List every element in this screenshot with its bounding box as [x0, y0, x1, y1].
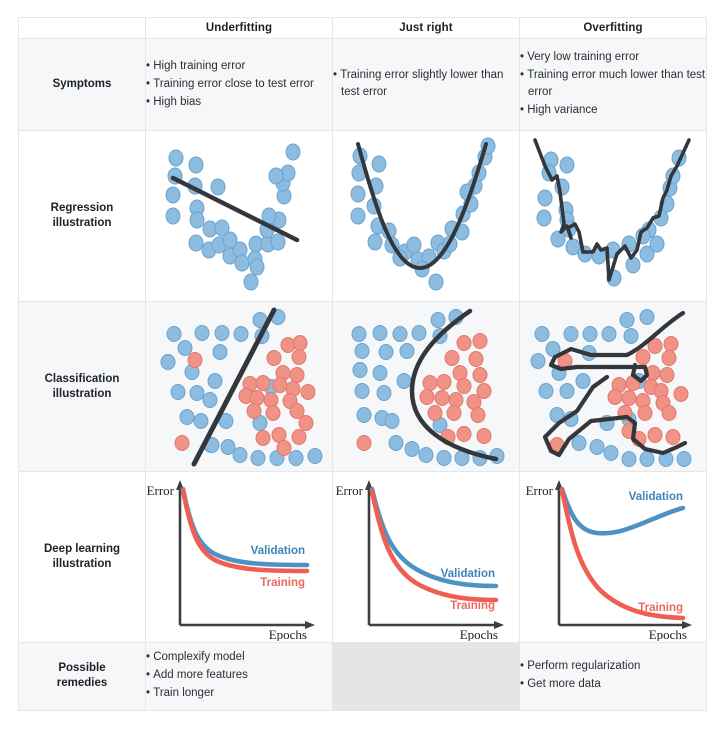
x-axis-arrow [493, 621, 504, 630]
decision-boundary [409, 308, 498, 461]
column-header-underfitting: Underfitting [145, 17, 333, 39]
table-row-deep-learning: Deep learning illustration Error Epochs [18, 471, 707, 643]
list-item: High bias [146, 94, 332, 111]
list-item: Train longer [146, 685, 332, 702]
table-row-regression: Regression illustration [18, 130, 707, 302]
cell-remedies-just-right-empty [332, 641, 520, 712]
classification-underfitting-chart [160, 307, 322, 467]
bullet-list: Very low training error Training error m… [520, 49, 706, 119]
training-curve [559, 487, 685, 621]
cell-symptoms-overfitting: Very low training error Training error m… [519, 37, 707, 132]
row-label-line1: Classification [44, 372, 120, 385]
figure-classification-just-right [332, 300, 520, 473]
fit-curve [355, 142, 488, 271]
comparison-table-container: Underfitting Just right Overfitting Symp… [18, 17, 707, 712]
x-axis-label: Epochs [459, 627, 497, 641]
decision-boundary [191, 307, 276, 467]
figure-classification-overfitting [519, 300, 707, 473]
figure-deep-learning-just-right: Error Epochs Validation Training [332, 471, 520, 643]
row-label-line2: remedies [56, 677, 108, 690]
row-label-deep-learning: Deep learning illustration [18, 471, 146, 643]
figure-classification-underfitting [145, 300, 333, 473]
training-label: Training [260, 577, 305, 589]
x-axis-label: Epochs [268, 627, 306, 641]
axes [367, 487, 497, 627]
training-label: Training [638, 602, 683, 614]
row-label-line1: Possible [58, 662, 106, 675]
table-row-classification: Classification illustration [18, 300, 707, 473]
cell-remedies-overfitting: Perform regularization Get more data [519, 641, 707, 712]
y-axis-label: Error [147, 483, 175, 498]
row-label-symptoms: Symptoms [18, 37, 146, 132]
cell-remedies-underfitting: Complexify model Add more features Train… [145, 641, 333, 712]
figure-regression-underfitting [145, 130, 333, 302]
bullet-list: Perform regularization Get more data [520, 658, 706, 693]
list-item: Training error slightly lower than test … [333, 67, 519, 101]
axes [178, 487, 308, 627]
list-item: High training error [146, 58, 332, 75]
scatter-points [165, 143, 300, 291]
bullet-list: High training error Training error close… [146, 58, 332, 111]
figure-deep-learning-overfitting: Error Epochs Validation Training [519, 471, 707, 643]
figure-deep-learning-underfitting: Error Epochs Validation Training [145, 471, 333, 643]
x-axis-label: Epochs [648, 627, 686, 641]
x-axis-arrow [681, 621, 692, 630]
scatter-points-red [356, 332, 491, 451]
overfitting-comparison-table: Underfitting Just right Overfitting Symp… [18, 17, 707, 712]
figure-regression-just-right [332, 130, 520, 302]
row-label-remedies: Possible remedies [18, 641, 146, 712]
fit-line [170, 175, 299, 243]
table-header-row: Underfitting Just right Overfitting [18, 17, 707, 39]
axes [557, 487, 685, 627]
corner-cell [18, 17, 146, 39]
row-label-line2: illustration [52, 558, 112, 571]
deep-learning-underfitting-chart: Error Epochs Validation Training [147, 480, 315, 641]
row-label-line1: Regression [50, 202, 114, 215]
fit-curve-jagged [532, 138, 691, 282]
column-header-overfitting: Overfitting [519, 17, 707, 39]
training-label: Training [450, 600, 495, 612]
decision-boundary [542, 310, 687, 457]
validation-label: Validation [628, 491, 682, 503]
training-curve [180, 487, 309, 574]
validation-curve [559, 486, 685, 536]
cell-symptoms-just-right: Training error slightly lower than test … [332, 37, 520, 132]
row-label-line2: illustration [52, 387, 112, 400]
y-axis-label: Error [335, 483, 363, 498]
table-row-remedies: Possible remedies Complexify model Add m… [18, 641, 707, 712]
list-item: Add more features [146, 667, 332, 684]
list-item: High variance [520, 102, 706, 119]
training-curve [369, 488, 498, 603]
list-item: Training error much lower than test erro… [520, 67, 706, 101]
scatter-points-red [174, 334, 315, 456]
list-item: Very low training error [520, 49, 706, 66]
classification-just-right-chart [351, 308, 504, 466]
column-header-just-right: Just right [332, 17, 520, 39]
regression-underfitting-chart [165, 143, 300, 291]
scatter-points [536, 149, 686, 287]
figure-regression-overfitting [519, 130, 707, 302]
x-axis-arrow [304, 621, 315, 630]
row-label-line1: Deep learning [43, 543, 121, 556]
row-label-classification: Classification illustration [18, 300, 146, 473]
deep-learning-just-right-chart: Error Epochs Validation Training [335, 480, 504, 641]
deep-learning-overfitting-chart: Error Epochs Validation Training [525, 480, 692, 641]
row-label-line2: illustration [52, 217, 112, 230]
list-item: Complexify model [146, 649, 332, 666]
cell-symptoms-underfitting: High training error Training error close… [145, 37, 333, 132]
list-item: Training error close to test error [146, 76, 332, 93]
validation-label: Validation [250, 545, 304, 557]
regression-overfitting-chart [532, 138, 691, 287]
list-item: Get more data [520, 676, 706, 693]
list-item: Perform regularization [520, 658, 706, 675]
bullet-list: Complexify model Add more features Train… [146, 649, 332, 702]
row-label-regression: Regression illustration [18, 130, 146, 302]
table-row-symptoms: Symptoms High training error Training er… [18, 37, 707, 132]
y-axis-label: Error [525, 483, 553, 498]
bullet-list: Training error slightly lower than test … [333, 67, 519, 101]
regression-just-right-chart [350, 137, 495, 291]
validation-label: Validation [440, 568, 494, 580]
classification-overfitting-chart [530, 308, 691, 467]
